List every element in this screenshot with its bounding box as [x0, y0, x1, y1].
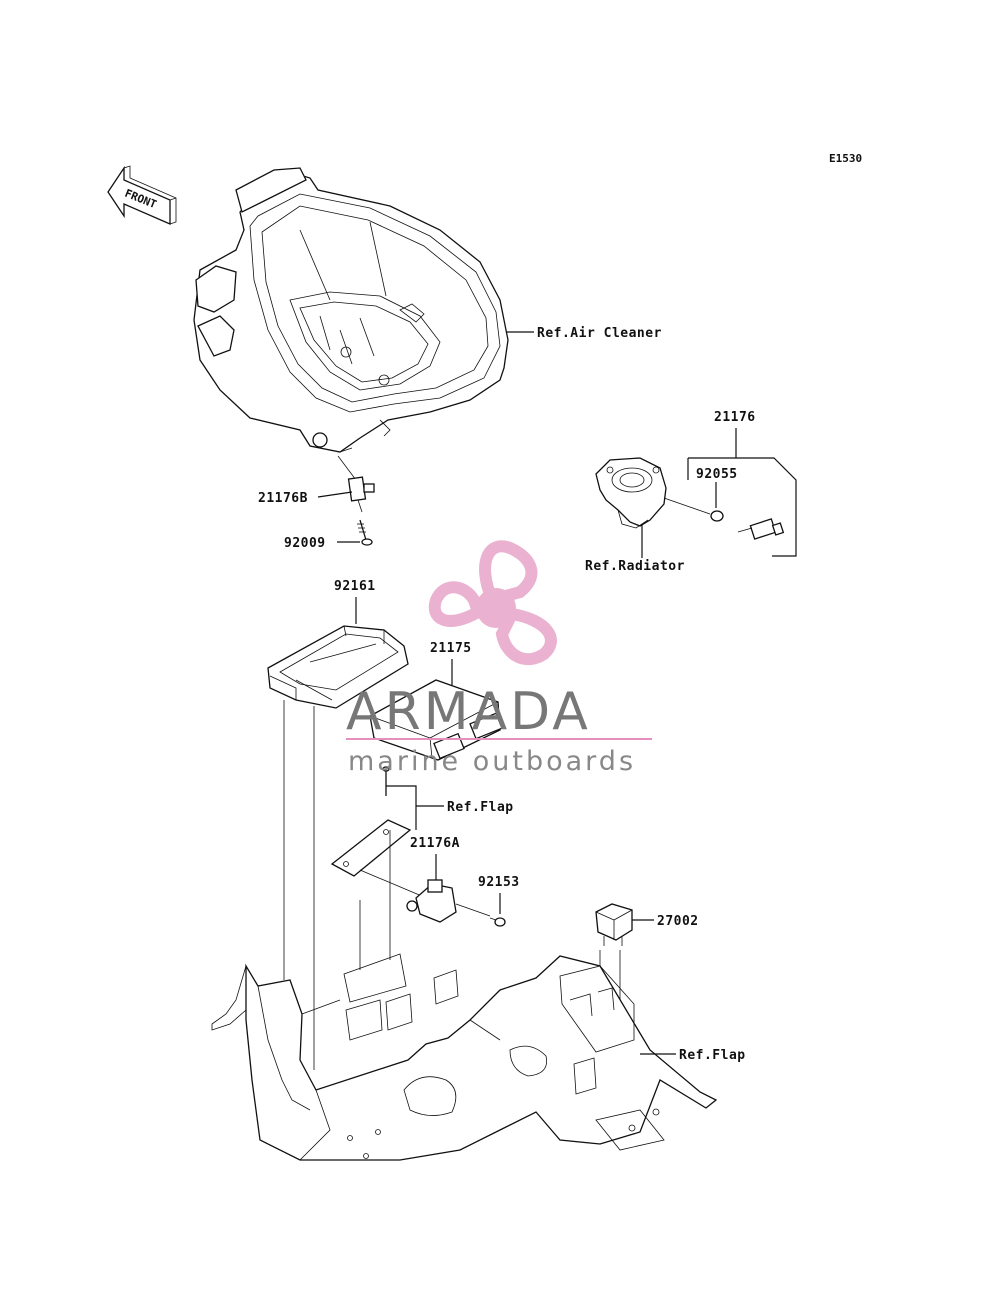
diagram-code: E1530: [829, 152, 862, 165]
label-flap-lower: Ref.Flap: [679, 1048, 746, 1063]
label-air-cleaner-ref: Ref.Air Cleaner: [537, 326, 662, 341]
label-92009: 92009: [284, 536, 326, 551]
bracket-92161: [267, 625, 409, 709]
temp-sensor-21176: [663, 497, 785, 540]
relay-27002: [595, 903, 633, 946]
label-92055: 92055: [696, 467, 738, 482]
leader-21176b: [317, 491, 353, 498]
label-21176b: 21176B: [258, 491, 308, 506]
label-27002: 27002: [657, 914, 699, 929]
label-21176: 21176: [714, 410, 756, 425]
air-cleaner-housing: [193, 167, 509, 453]
sensor-21176a: [406, 879, 491, 923]
watermark-brand: ARMADA: [346, 682, 591, 742]
label-92161: 92161: [334, 579, 376, 594]
flap-frame: [211, 700, 718, 1161]
label-flap-upper: Ref.Flap: [447, 800, 514, 815]
radiator-housing: [595, 457, 667, 529]
label-radiator-ref: Ref.Radiator: [585, 559, 685, 574]
label-21175: 21175: [430, 641, 472, 656]
bolt-flap-upper: [382, 766, 390, 796]
armada-watermark: ARMADA marine outboards: [346, 540, 652, 777]
sensor-21176b: [337, 455, 375, 513]
label-92153: 92153: [478, 875, 520, 890]
bracket-21176: [688, 457, 797, 557]
front-arrow-icon: FRONT: [107, 165, 177, 225]
flap-bracket-upper: [386, 785, 417, 830]
mounting-plate: [330, 819, 437, 903]
o-ring-92055: [710, 510, 724, 522]
label-21176a: 21176A: [410, 836, 460, 851]
bolt-92153: [489, 917, 506, 927]
watermark-tagline: marine outboards: [348, 746, 636, 777]
propeller-logo-icon: [428, 540, 557, 666]
bolt-92009: [357, 519, 373, 546]
